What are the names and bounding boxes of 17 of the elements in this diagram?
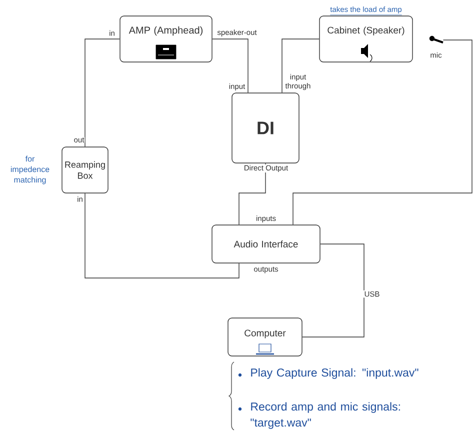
- computer-box: Computer: [228, 318, 302, 356]
- connector-line: [282, 38, 320, 93]
- amp-box: AMP (Amphead): [120, 16, 212, 62]
- connector-line: [84, 193, 240, 278]
- cabinet-box: Cabinet (Speaker): [319, 16, 413, 62]
- reamping-box: Reamping Box: [62, 146, 108, 194]
- connector-line: [84, 38, 120, 147]
- bullet-item: Play Capture Signal: "input.wav": [238, 368, 418, 379]
- connector-line: [292, 40, 472, 225]
- connector-line: [302, 244, 364, 338]
- connector-line: [212, 38, 248, 93]
- note-text: for impedence matching: [10, 156, 50, 184]
- bullet-item: Record amp and mic signals: "target.wav": [238, 402, 400, 429]
- connector-line: [238, 163, 266, 225]
- mic-icon: [429, 36, 444, 44]
- di-box: DI: [232, 92, 300, 164]
- audio-interface-box: Audio Interface: [212, 224, 320, 264]
